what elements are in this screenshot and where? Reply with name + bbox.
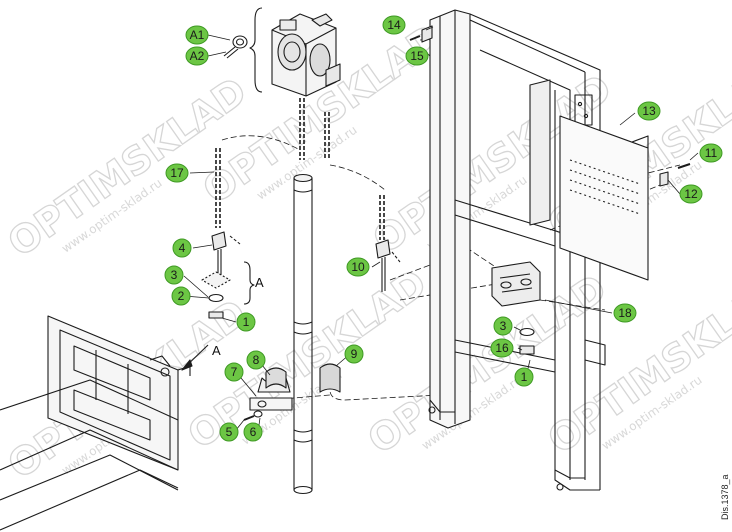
callout-bubble bbox=[243, 422, 263, 442]
callout-label: A1 bbox=[190, 28, 205, 42]
callout-label: 13 bbox=[642, 104, 656, 118]
shield-plate-13 bbox=[559, 115, 649, 281]
callout-label: 14 bbox=[387, 18, 401, 32]
chain-17 bbox=[215, 148, 221, 228]
callout-15: 15 bbox=[405, 46, 429, 66]
detail-a-parts bbox=[201, 261, 255, 319]
callout-bubble bbox=[236, 312, 256, 332]
callout-3a: 3 bbox=[164, 265, 184, 285]
chain-right bbox=[379, 195, 385, 240]
callout-bubble bbox=[185, 46, 209, 66]
callout-bubble bbox=[185, 25, 209, 45]
bolt-5-6 bbox=[243, 400, 267, 421]
detail-a-label: A bbox=[255, 275, 264, 290]
callout-11: 11 bbox=[699, 143, 723, 163]
callout-bubble bbox=[382, 15, 406, 35]
callout-label: 7 bbox=[231, 365, 238, 379]
inner-mast-tube bbox=[293, 173, 313, 495]
callout-bubble bbox=[490, 338, 514, 358]
callout-6: 6 bbox=[243, 422, 263, 442]
callout-bubble bbox=[219, 422, 239, 442]
bolt-11 bbox=[659, 163, 691, 187]
callout-bubble bbox=[164, 265, 184, 285]
callout-label: 17 bbox=[170, 166, 184, 180]
callout-bubble bbox=[346, 257, 370, 277]
callout-label: 5 bbox=[226, 425, 233, 439]
anchor-bolt-10 bbox=[375, 239, 401, 292]
callout-bubble bbox=[246, 350, 266, 370]
callout-label: 6 bbox=[250, 425, 257, 439]
callout-label: 3 bbox=[500, 319, 507, 333]
callout-label: 4 bbox=[179, 241, 186, 255]
sleeve-8 bbox=[265, 367, 287, 389]
callout-label: 1 bbox=[521, 370, 528, 384]
callout-label: 3 bbox=[171, 268, 178, 282]
figure-reference: Dis.1378_a bbox=[720, 474, 730, 520]
callout-5: 5 bbox=[219, 422, 239, 442]
callout-18: 18 bbox=[613, 303, 637, 323]
callout-4: 4 bbox=[172, 238, 192, 258]
bolt-14 bbox=[409, 25, 433, 43]
hoist-motor bbox=[271, 13, 341, 97]
callout-bubble bbox=[637, 101, 661, 121]
callout-13: 13 bbox=[637, 101, 661, 121]
callout-bubble bbox=[514, 367, 534, 387]
callout-A1: A1 bbox=[185, 25, 209, 45]
callout-8: 8 bbox=[246, 350, 266, 370]
fork-carriage bbox=[0, 315, 191, 531]
callout-label: 9 bbox=[351, 347, 358, 361]
callout-A2: A2 bbox=[185, 46, 209, 66]
callout-label: A2 bbox=[190, 49, 205, 63]
bracket-18 bbox=[491, 261, 541, 307]
eye-bolt bbox=[223, 35, 248, 59]
callout-7: 7 bbox=[224, 362, 244, 382]
chain-from-motor bbox=[299, 98, 330, 160]
callout-3b: 3 bbox=[493, 316, 513, 336]
washer-nut-right bbox=[519, 327, 535, 355]
view-arrow bbox=[181, 344, 209, 371]
view-a-label: A bbox=[212, 343, 221, 358]
callout-bubble bbox=[344, 344, 364, 364]
callout-bubble bbox=[493, 316, 513, 336]
anchor-bolt-4 bbox=[211, 231, 241, 278]
callout-bubble bbox=[613, 303, 637, 323]
callout-17: 17 bbox=[165, 163, 189, 183]
callout-bubble bbox=[171, 286, 191, 306]
callout-9: 9 bbox=[344, 344, 364, 364]
callout-1b: 1 bbox=[514, 367, 534, 387]
callout-bubble bbox=[172, 238, 192, 258]
callout-label: 18 bbox=[618, 306, 632, 320]
callout-12: 12 bbox=[679, 184, 703, 204]
callout-label: 11 bbox=[705, 146, 718, 160]
callout-bubble bbox=[224, 362, 244, 382]
callout-label: 15 bbox=[410, 49, 424, 63]
callout-bubble bbox=[405, 46, 429, 66]
detail-bracket bbox=[249, 7, 263, 93]
callout-label: 1 bbox=[243, 315, 250, 329]
callout-bubble bbox=[165, 163, 189, 183]
callout-label: 8 bbox=[253, 353, 260, 367]
callout-16: 16 bbox=[490, 338, 514, 358]
sleeve-9 bbox=[319, 363, 341, 393]
callout-label: 2 bbox=[178, 289, 185, 303]
callout-10: 10 bbox=[346, 257, 370, 277]
callout-14: 14 bbox=[382, 15, 406, 35]
callout-2: 2 bbox=[171, 286, 191, 306]
callout-bubble bbox=[699, 143, 723, 163]
callout-label: 16 bbox=[495, 341, 509, 355]
callout-bubble bbox=[679, 184, 703, 204]
callout-label: 12 bbox=[684, 187, 698, 201]
callout-1a: 1 bbox=[236, 312, 256, 332]
callout-label: 10 bbox=[351, 260, 365, 274]
